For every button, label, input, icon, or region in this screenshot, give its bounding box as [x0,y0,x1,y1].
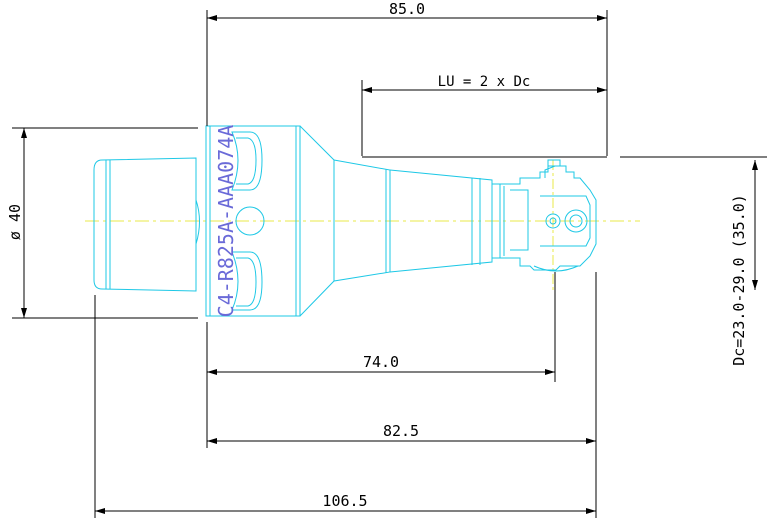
dimension-lines [12,10,767,518]
dim-85-label: 85.0 [389,0,425,18]
part-number-label: C4-R825A-AAA074A [214,125,238,318]
flange-hole [235,206,265,236]
dim-dc-label: Dc=23.0-29.0 (35.0) [730,194,748,366]
dim-dia-label: ø 40 [6,204,24,240]
head [492,183,501,259]
coolant-hole-outer [545,213,561,229]
drive-slot-lower [231,251,263,311]
coolant-hole-inner [549,217,557,225]
insert-screw-inner [569,214,583,228]
insert-screw-outer [564,209,588,233]
dim-82-5-label: 82.5 [383,422,419,440]
tool-outline [93,125,597,317]
drive-slot-upper [231,131,263,191]
dim-lu-label: LU = 2 x Dc [438,74,531,90]
dim-106-5-label: 106.5 [322,492,367,510]
dim-74-label: 74.0 [363,353,399,371]
shank [93,157,197,292]
